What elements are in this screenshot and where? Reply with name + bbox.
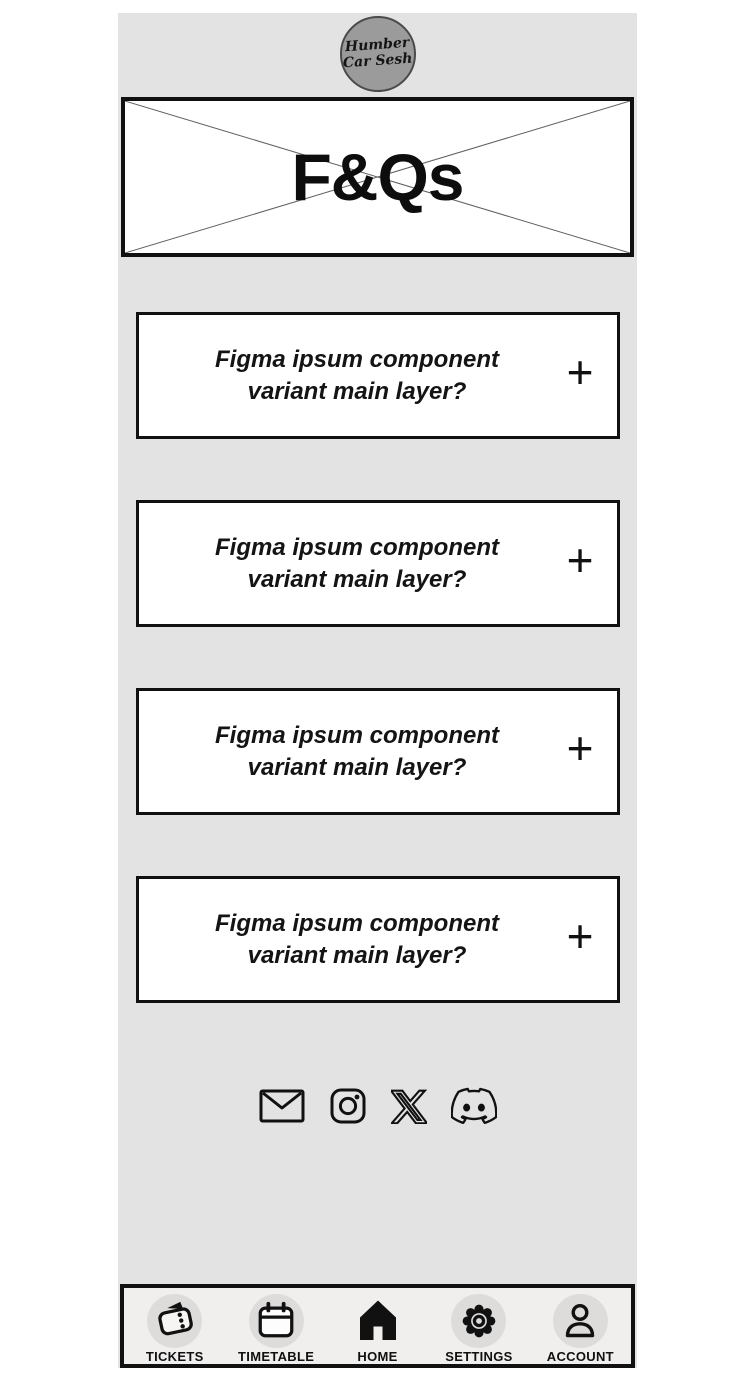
faq-card[interactable]: Figma ipsum component variant main layer… — [136, 688, 620, 815]
nav-item-account[interactable]: ACCOUNT — [530, 1288, 631, 1364]
nav-item-tickets[interactable]: TICKETS — [124, 1288, 225, 1364]
phone-frame: Humber Car Sesh F&Qs Figma ipsum compone… — [118, 13, 637, 1368]
nav-icon-circle — [552, 1294, 608, 1348]
nav-item-label: ACCOUNT — [546, 1349, 614, 1364]
faq-expand-button[interactable]: + — [549, 537, 617, 591]
person-icon — [566, 1303, 595, 1338]
nav-item-label: HOME — [357, 1349, 398, 1364]
email-link[interactable] — [259, 1089, 305, 1123]
nav-icon-circle — [451, 1294, 507, 1348]
faq-question: Figma ipsum component variant main layer… — [214, 910, 499, 969]
x-twitter-link[interactable] — [390, 1088, 427, 1124]
brand-logo: Humber Car Sesh — [339, 16, 416, 92]
nav-icon-circle — [147, 1294, 203, 1348]
x-twitter-icon — [390, 1089, 427, 1124]
faq-card[interactable]: Figma ipsum component variant main layer… — [136, 312, 620, 439]
faq-card[interactable]: Figma ipsum component variant main layer… — [136, 500, 620, 627]
faq-question: Figma ipsum component variant main layer… — [214, 534, 499, 593]
nav-item-settings[interactable]: SETTINGS — [428, 1288, 529, 1364]
home-icon — [359, 1300, 396, 1340]
faq-expand-button[interactable]: + — [549, 725, 617, 779]
instagram-link[interactable] — [329, 1087, 367, 1125]
gear-icon — [462, 1304, 496, 1338]
brand-logo-line2: Car Sesh — [342, 50, 413, 72]
faq-card[interactable]: Figma ipsum component variant main layer… — [136, 876, 620, 1003]
social-links-row — [118, 1087, 637, 1125]
nav-icon-circle — [350, 1294, 405, 1348]
tickets-icon — [157, 1301, 193, 1336]
page-title: F&Qs — [291, 140, 464, 214]
calendar-icon — [258, 1301, 294, 1338]
discord-link[interactable] — [450, 1087, 497, 1125]
faq-expand-button[interactable]: + — [549, 913, 617, 967]
faq-question: Figma ipsum component variant main layer… — [214, 346, 499, 405]
email-icon — [259, 1089, 304, 1123]
nav-icon-circle — [248, 1294, 304, 1348]
nav-item-timetable[interactable]: TIMETABLE — [225, 1288, 326, 1364]
instagram-icon — [330, 1088, 365, 1124]
placeholder-cross-lines — [125, 101, 630, 253]
faq-expand-button[interactable]: + — [549, 349, 617, 403]
nav-item-home[interactable]: HOME — [327, 1288, 428, 1364]
nav-item-label: TICKETS — [145, 1349, 204, 1364]
nav-item-label: TIMETABLE — [238, 1349, 315, 1364]
hero-image-placeholder: F&Qs — [121, 97, 634, 257]
nav-item-label: SETTINGS — [445, 1349, 513, 1364]
faq-question: Figma ipsum component variant main layer… — [214, 722, 499, 781]
discord-icon — [450, 1087, 497, 1125]
bottom-nav: TICKETS TIMETABLE HOME — [120, 1284, 635, 1368]
